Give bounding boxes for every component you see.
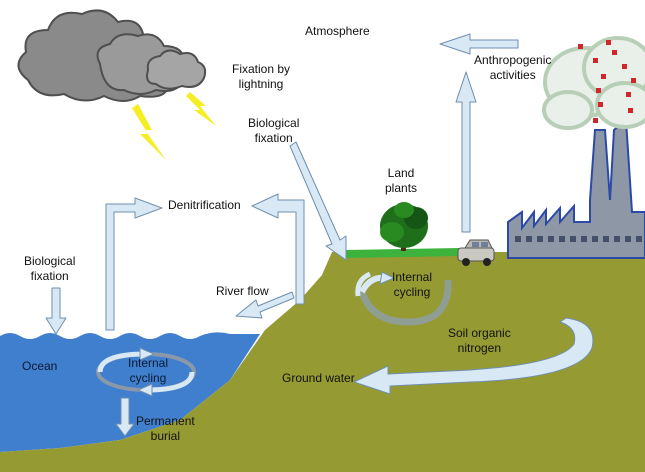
label-biological-fixation-ocean-line2: fixation — [30, 269, 69, 283]
arrow-biological-fixation-ocean — [45, 287, 67, 335]
land-internal-cycling-loop — [355, 271, 452, 326]
label-fixation-by-lightning-line1: Fixation by — [232, 62, 291, 76]
label-anthropogenic-line2: activities — [489, 68, 536, 82]
arrow-land-to-denitrification — [251, 193, 305, 305]
label-internal-cycling-land-line1: Internal — [392, 270, 433, 284]
label-biological-fixation-land-line1: Biological — [248, 116, 300, 130]
arrow-ocean-to-denitrification — [105, 197, 163, 331]
label-land-plants-line2: plants — [385, 181, 418, 195]
label-anthropogenic-activities: Anthropogenic activities — [474, 53, 551, 83]
label-soil-organic-nitrogen-line2: nitrogen — [457, 341, 502, 355]
label-permanent-burial: Permanent burial — [136, 414, 195, 444]
label-internal-cycling-land: Internal cycling — [392, 270, 432, 300]
grass-strip — [345, 248, 460, 258]
label-internal-cycling-ocean-line1: Internal — [128, 356, 169, 370]
ocean-water — [0, 332, 260, 452]
label-biological-fixation-land: Biological fixation — [248, 116, 299, 146]
arrow-ground-water — [353, 317, 594, 395]
label-internal-cycling-ocean-line2: cycling — [129, 371, 167, 385]
arrow-river-flow — [235, 291, 295, 319]
label-soil-organic-nitrogen-line1: Soil organic — [448, 326, 511, 340]
label-biological-fixation-ocean: Biological fixation — [24, 254, 75, 284]
label-fixation-by-lightning: Fixation by lightning — [232, 62, 290, 92]
lightning-bolt-2 — [186, 92, 216, 126]
factory-icon — [507, 117, 645, 259]
storm-cloud — [17, 9, 207, 102]
label-anthropogenic-line1: Anthropogenic — [474, 53, 552, 67]
label-fixation-by-lightning-line2: lightning — [238, 77, 284, 91]
label-internal-cycling-ocean: Internal cycling — [128, 356, 168, 386]
label-biological-fixation-ocean-line1: Biological — [24, 254, 76, 268]
label-ground-water: Ground water — [282, 371, 355, 385]
label-internal-cycling-land-line2: cycling — [393, 285, 431, 299]
lightning-bolt-1 — [132, 104, 166, 160]
ocean-internal-cycling-loop — [96, 347, 196, 397]
label-river-flow: River flow — [216, 284, 269, 298]
label-land-plants: Land plants — [385, 166, 417, 196]
label-permanent-burial-line2: burial — [150, 429, 181, 443]
car-icon — [457, 239, 495, 266]
label-biological-fixation-land-line2: fixation — [254, 131, 293, 145]
arrow-vehicle-to-atmosphere — [455, 71, 477, 233]
land-plant-tree — [380, 202, 428, 251]
label-land-plants-line1: Land — [387, 166, 415, 180]
label-ocean: Ocean — [22, 359, 58, 373]
arrow-permanent-burial — [115, 397, 135, 437]
smoke-plume — [542, 36, 645, 130]
label-soil-organic-nitrogen: Soil organic nitrogen — [448, 326, 511, 356]
arrow-biological-fixation-land — [289, 141, 347, 261]
label-denitrification: Denitrification — [168, 198, 241, 212]
ground-land — [0, 252, 645, 472]
label-atmosphere: Atmosphere — [305, 24, 370, 38]
label-permanent-burial-line1: Permanent — [136, 414, 195, 428]
arrow-anthropogenic-to-atmosphere — [439, 33, 519, 55]
